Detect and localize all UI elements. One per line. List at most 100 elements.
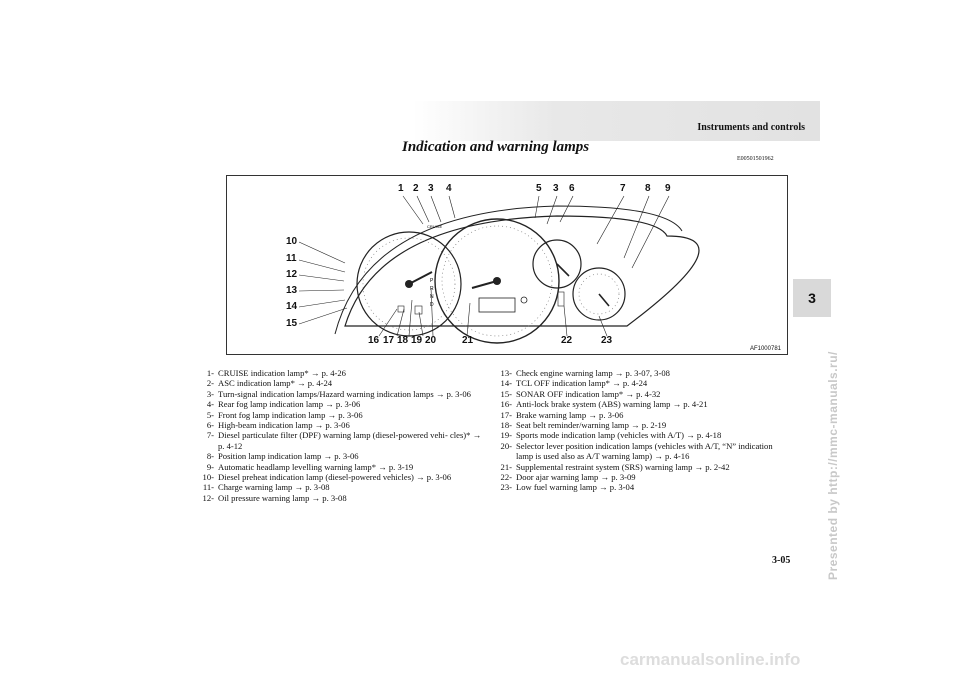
page-number: 3-05 [772, 555, 791, 566]
item-number: 14- [500, 378, 512, 389]
item-number: 9- [206, 461, 214, 472]
figure-number: 13 [286, 285, 298, 296]
figure-number: 19 [411, 335, 423, 346]
item-number: 2- [206, 378, 214, 389]
list-item: 17- Brake warning lamp → p. 3-06 [484, 410, 786, 420]
item-text: Selector lever position indication lamps… [516, 440, 773, 462]
item-number: 17- [500, 409, 512, 420]
item-number: 23- [500, 482, 512, 493]
figure-number: 23 [601, 335, 613, 346]
figure-number: 20 [425, 335, 437, 346]
item-number: 20- [500, 440, 512, 451]
figure-number: 12 [286, 269, 298, 280]
figure-number: 10 [286, 236, 298, 247]
figure-number: 7 [620, 183, 626, 194]
list-item: 8- Position lamp indication lamp → p. 3-0… [186, 451, 484, 461]
side-watermark: Presented by http://mmc-manuals.ru/ [812, 330, 840, 630]
speedometer-ticks [441, 225, 553, 337]
cruise-lamp: CRUISE [427, 224, 442, 229]
figure-number: 18 [397, 335, 409, 346]
list-item: 20- Selector lever position indication la… [484, 441, 786, 462]
item-text: Rear fog lamp indication lamp → p. 3-06 [218, 399, 361, 410]
list-item: 23- Low fuel warning lamp → p. 3-04 [484, 482, 786, 492]
item-text: SONAR OFF indication lamp* → p. 4-32 [516, 388, 661, 399]
cluster-outer-line [334, 205, 683, 335]
list-item: 9- Automatic headlamp levelling warning l… [186, 462, 484, 472]
section-code: E00501501962 [737, 156, 774, 162]
item-number: 7- [206, 430, 214, 441]
list-item: 18-Seat belt reminder/warning lamp → p. … [484, 420, 786, 430]
figure-number: 1 [398, 183, 404, 194]
figure-number: 6 [569, 183, 575, 194]
figure-code: AF1000781 [749, 346, 781, 352]
chapter-tab: 3 [793, 279, 831, 317]
item-text: Sports mode indication lamp (vehicles wi… [516, 430, 722, 441]
item-text: Door ajar warning lamp → p. 3-09 [516, 472, 636, 483]
figure-number: 5 [536, 183, 542, 194]
item-number: 4- [206, 399, 214, 410]
item-number: 10- [202, 472, 214, 483]
item-number: 21- [500, 461, 512, 472]
item-text: Diesel preheat indication lamp (diesel-p… [218, 472, 452, 483]
figure-number: 8 [645, 183, 651, 194]
item-number: 3- [206, 388, 214, 399]
item-text: Oil pressure warning lamp → p. 3-08 [218, 492, 347, 503]
item-number: 15- [500, 388, 512, 399]
temperature-gauge [532, 239, 582, 289]
abs-lamp [397, 305, 405, 313]
tachometer-needle [408, 271, 433, 285]
figure-number: 15 [286, 318, 298, 329]
header-band [413, 101, 820, 141]
item-text: Front fog lamp indication lamp → p. 3-06 [218, 409, 363, 420]
figure-number: 2 [413, 183, 419, 194]
item-text: Automatic headlamp levelling warning lam… [218, 461, 414, 472]
instrument-cluster-drawing: CRUISE P R N D [298, 195, 700, 344]
section-title: Indication and warning lamps [402, 139, 590, 155]
figure-number: 3 [553, 183, 559, 194]
fuel-gauge [572, 267, 626, 321]
list-item: 22- Door ajar warning lamp → p. 3-09 [484, 472, 786, 482]
list-item: 5-Front fog lamp indication lamp → p. 3-… [186, 410, 484, 420]
item-number: 6- [206, 420, 214, 431]
cluster-outline [344, 215, 700, 327]
list-item: 19-Sports mode indication lamp (vehicles… [484, 430, 786, 440]
gear-p-lamp: P [430, 278, 434, 284]
item-text: Position lamp indication lamp → p. 3-06 [218, 451, 359, 462]
lamp-list-right: 13-Check engine warning lamp → p. 3-07, … [484, 368, 786, 493]
header-title: Instruments and controls [697, 122, 805, 133]
figure-number: 17 [383, 335, 395, 346]
tachometer-hub [405, 280, 413, 288]
item-number: 11- [202, 482, 214, 493]
list-item: 14-TCL OFF indication lamp* → p. 4-24 [484, 378, 786, 388]
item-number: 16- [500, 399, 512, 410]
figure-number: 9 [665, 183, 671, 194]
list-item: 12-Oil pressure warning lamp → p. 3-08 [186, 493, 484, 503]
item-text: Check engine warning lamp → p. 3-07, 3-0… [516, 368, 670, 378]
item-text: Anti-lock brake system (ABS) warning lam… [516, 399, 708, 410]
list-item: 15- SONAR OFF indication lamp* → p. 4-32 [484, 389, 786, 399]
gear-r-lamp: R [430, 286, 434, 292]
item-text: ASC indication lamp* → p. 4-24 [218, 378, 333, 389]
figure-number: 21 [462, 335, 474, 346]
item-text: Brake warning lamp → p. 3-06 [516, 409, 624, 420]
item-number: 1- [206, 368, 214, 378]
item-number: 18- [500, 420, 512, 431]
odometer-display [478, 297, 516, 313]
item-number: 22- [500, 472, 512, 483]
list-item: 3-Turn-signal indication lamps/Hazard wa… [186, 389, 484, 399]
list-item: 16- Anti-lock brake system (ABS) warning … [484, 399, 786, 409]
item-text: Low fuel warning lamp → p. 3-04 [516, 482, 635, 493]
list-item: 13-Check engine warning lamp → p. 3-07, … [484, 368, 786, 378]
figure-number: 16 [368, 335, 380, 346]
list-item: 21- Supplemental restraint system (SRS) w… [484, 462, 786, 472]
item-text: CRUISE indication lamp* → p. 4-26 [218, 368, 346, 378]
figure-number: 11 [286, 253, 297, 264]
bottom-watermark: carmanualsonline.info [620, 650, 801, 669]
item-text: Charge warning lamp → p. 3-08 [218, 482, 330, 493]
sports-mode-lamp [414, 305, 423, 315]
trip-button [520, 296, 528, 304]
item-number: 8- [206, 451, 214, 462]
list-item: 4- Rear fog lamp indication lamp → p. 3-0… [186, 399, 484, 409]
item-text: Supplemental restraint system (SRS) warn… [516, 461, 730, 472]
speedometer-hub [493, 277, 501, 285]
